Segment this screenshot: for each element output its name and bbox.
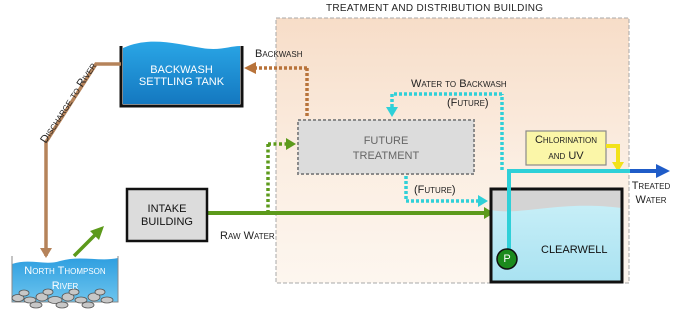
backwash-settling-tank <box>119 41 244 108</box>
pump-icon <box>496 248 518 270</box>
chlorination-line <box>606 144 620 162</box>
future-treatment-to-clearwell-line <box>404 176 488 207</box>
future-treatment-line2: TREATMENT <box>352 150 420 163</box>
intake-label: INTAKE BUILDING <box>127 203 207 228</box>
chlorination-line1: Chlorination <box>534 134 598 146</box>
backwash-line <box>244 62 309 118</box>
water-to-backwash-label: Water to Backwash <box>411 78 507 90</box>
discharge-arrow-head <box>40 248 52 258</box>
backwash-label: Backwash <box>255 48 303 60</box>
river-rocks <box>11 288 114 309</box>
north-thompson-river <box>11 256 119 309</box>
river-label: North Thompson River <box>12 265 118 292</box>
discharge-line <box>44 62 121 256</box>
clearwell-tank <box>489 187 624 284</box>
future-label-2: (Future) <box>414 184 456 196</box>
future-treatment-line1: FUTURE <box>363 135 409 147</box>
raw-water-future-branch <box>266 138 296 213</box>
intake-line2: BUILDING <box>141 216 193 229</box>
river-line2: River <box>51 280 79 293</box>
chlorination-label: Chlorination and UV <box>526 134 606 162</box>
water-to-backwash-line <box>386 92 504 170</box>
tank-label-line1: BACKWASH <box>150 64 213 76</box>
treated-water-line1: Treated <box>631 180 671 192</box>
future-treatment-box <box>297 119 475 175</box>
water-to-backwash-future-label: (Future) <box>447 97 489 109</box>
tank-label: BACKWASH SETTLING TANK <box>121 64 242 88</box>
intake-building-box <box>125 187 209 243</box>
chlorination-line2: and UV <box>548 150 584 163</box>
river-line1: North Thompson <box>24 265 106 277</box>
pump-label: P <box>503 253 511 265</box>
tank-label-line2: SETTLING TANK <box>138 76 225 89</box>
chlorination-arrow-head <box>612 162 624 172</box>
clearwell-label: CLEARWELL <box>541 244 608 256</box>
raw-water-label: Raw Water <box>220 230 275 242</box>
raw-water-arrow-clearwell <box>484 207 494 219</box>
treated-water-label: Treated Water <box>624 180 678 206</box>
intake-line1: INTAKE <box>147 203 187 215</box>
building-title: TREATMENT AND DISTRIBUTION BUILDING <box>326 3 544 14</box>
raw-water-line-river <box>72 231 99 258</box>
future-treatment-label: FUTURE TREATMENT <box>298 135 474 162</box>
treated-water-line2: Water <box>635 194 667 207</box>
raw-water-arrow-head <box>90 226 104 240</box>
treated-water-arrow-head <box>656 164 670 178</box>
